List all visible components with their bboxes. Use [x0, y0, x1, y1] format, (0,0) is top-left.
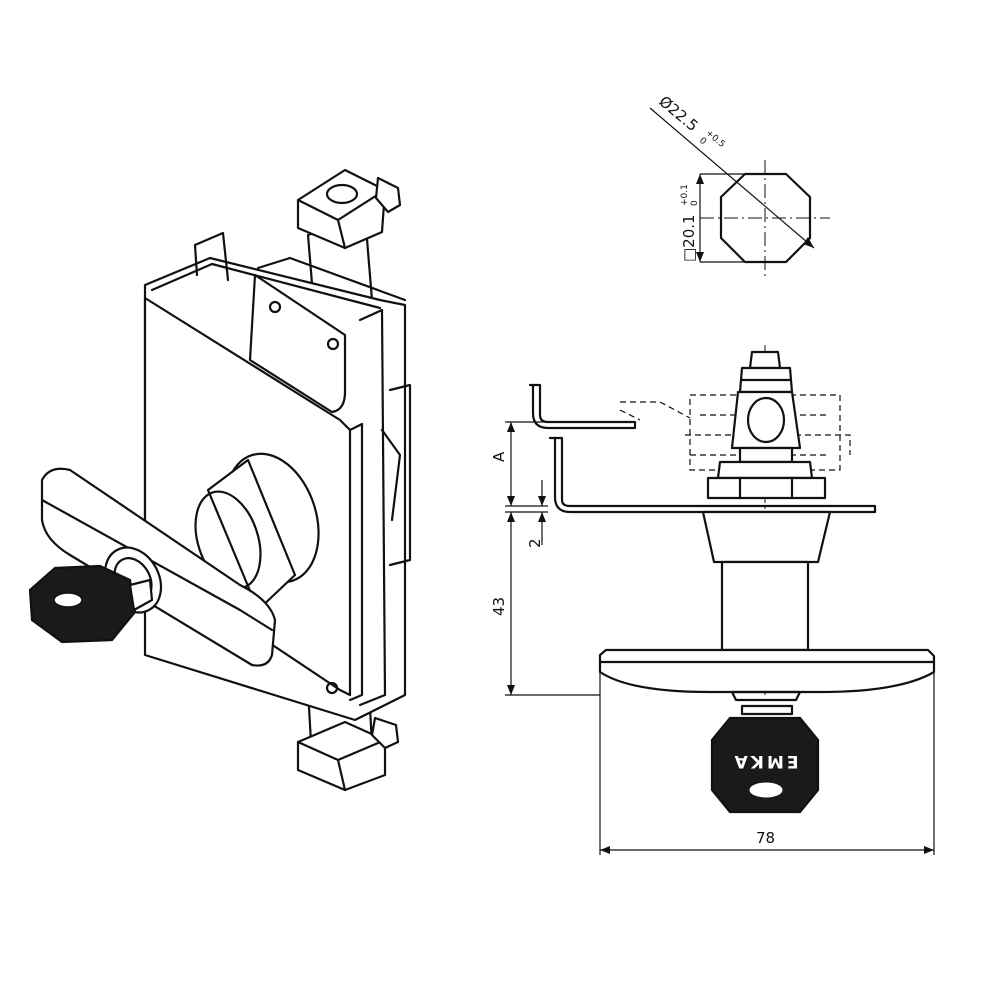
- diameter-label: Ø22.5: [655, 92, 701, 135]
- key-front: EMKA: [710, 704, 820, 814]
- square-label: □20.1: [680, 214, 698, 262]
- dim-width-label: 78: [756, 829, 775, 847]
- side-elevation: EMKA: [528, 345, 936, 814]
- isometric-lock-view: [28, 168, 412, 792]
- key-brand-label: EMKA: [732, 751, 799, 771]
- square-tol-lower: 0: [690, 200, 700, 206]
- key-perspective: [28, 564, 154, 644]
- dim-a-label: A: [490, 451, 508, 462]
- square-tol-upper: +0.1: [680, 184, 690, 206]
- cutout-detail: [649, 107, 830, 278]
- diameter-dimension: Ø22.5 +0.5 0: [655, 92, 726, 150]
- dim-offset-label: 2: [526, 538, 544, 548]
- dim-height-label: 43: [490, 597, 508, 616]
- diameter-tol-lower: 0: [697, 136, 708, 148]
- cylinder-boss: [194, 452, 320, 612]
- square-dimension: □20.1 +0.1 0: [680, 184, 700, 262]
- dimension-lines: [505, 421, 935, 855]
